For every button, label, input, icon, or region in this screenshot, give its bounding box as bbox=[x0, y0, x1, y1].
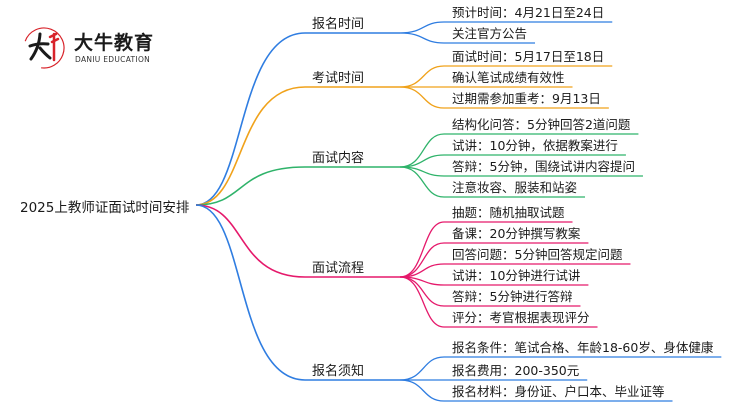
leaf-node: 回答问题：5分钟回答规定问题 bbox=[452, 247, 623, 262]
branch-leaf-edge bbox=[399, 356, 445, 381]
branch-node: 报名须知 bbox=[312, 363, 364, 379]
branch-leaf-edge bbox=[399, 154, 445, 168]
leaf-node: 答辩：5分钟进行答辩 bbox=[452, 289, 572, 304]
root-branch-edge bbox=[195, 166, 306, 206]
logo-chinese-text: 大牛教育 bbox=[74, 32, 155, 54]
root-branch-edge bbox=[195, 32, 306, 206]
leaf-node: 确认笔试成绩有效性 bbox=[452, 70, 565, 85]
leaf-node: 关注官方公告 bbox=[452, 26, 527, 41]
leaf-node: 报名材料：身份证、户口本、毕业证等 bbox=[452, 384, 665, 399]
branch-leaf-edge bbox=[399, 65, 445, 88]
leaf-node: 面试时间：5月17日至18日 bbox=[452, 49, 604, 64]
root-node: 2025上教师证面试时间安排 bbox=[20, 200, 189, 216]
branch-leaf-edge bbox=[399, 379, 445, 402]
branch-leaf-edge bbox=[399, 133, 445, 168]
daniu-logo-icon bbox=[23, 27, 65, 69]
branch-node: 面试流程 bbox=[312, 261, 364, 276]
branch-leaf-edge bbox=[399, 86, 445, 109]
logo: 大牛教育 DANIU EDUCATION bbox=[22, 26, 182, 70]
leaf-node: 结构化问答：5分钟回答2道问题 bbox=[452, 117, 631, 132]
leaf-node: 报名条件：笔试合格、年龄18-60岁、身体健康 bbox=[452, 340, 714, 355]
leaf-node: 过期需参加重考：9月13日 bbox=[452, 91, 601, 106]
root-branch-edge bbox=[195, 204, 306, 278]
branch-node: 面试内容 bbox=[312, 150, 364, 166]
root-branch-edge bbox=[195, 204, 306, 381]
leaf-node: 注意妆容、服装和站姿 bbox=[452, 180, 577, 195]
branch-leaf-edge bbox=[399, 166, 445, 198]
branch-leaf-edge bbox=[399, 276, 445, 307]
leaf-node: 答辩：5分钟，围绕试讲内容提问 bbox=[452, 159, 635, 174]
mindmap-nodes: 2025上教师证面试时间安排 报名时间 预计时间：4月21日至24日关注官方公告考… bbox=[20, 5, 714, 399]
branch-node: 考试时间 bbox=[312, 71, 364, 86]
branch-leaf-edge bbox=[399, 221, 445, 278]
leaf-node: 报名费用：200-350元 bbox=[452, 363, 579, 378]
leaf-node: 抽题：随机抽取试题 bbox=[452, 205, 565, 220]
root-branch-edge bbox=[195, 86, 306, 206]
branch-leaf-edge bbox=[399, 276, 445, 328]
leaf-node: 试讲：10分钟，依据教案进行 bbox=[452, 138, 618, 153]
logo-english-text: DANIU EDUCATION bbox=[75, 55, 151, 64]
leaf-node: 评分：考官根据表现评分 bbox=[452, 310, 590, 325]
branch-node: 报名时间 bbox=[312, 16, 364, 32]
leaf-node: 试讲：10分钟进行试讲 bbox=[452, 268, 580, 283]
branch-leaf-edge bbox=[399, 21, 445, 34]
leaf-node: 备课：20分钟撰写教案 bbox=[452, 226, 581, 241]
leaf-node: 预计时间：4月21日至24日 bbox=[452, 5, 604, 20]
branch-leaf-edge bbox=[399, 32, 445, 44]
mindmap-edges bbox=[195, 21, 722, 402]
